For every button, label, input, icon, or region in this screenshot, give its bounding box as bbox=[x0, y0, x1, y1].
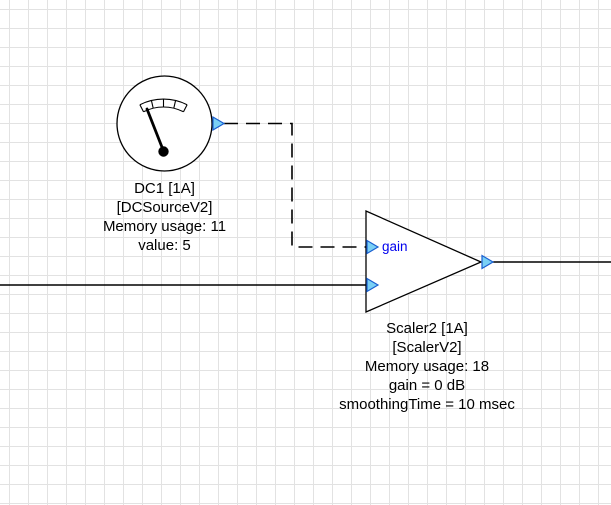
dc-source-labels: DC1 [1A] [DCSourceV2] Memory usage: 11 v… bbox=[103, 180, 226, 254]
scaler-labels: Scaler2 [1A] [ScalerV2] Memory usage: 18… bbox=[339, 320, 515, 413]
scaler-block[interactable]: gain bbox=[365, 210, 495, 313]
scaler-gain-value: gain = 0 dB bbox=[389, 377, 465, 394]
scaler-gain-pin-label: gain bbox=[382, 239, 408, 254]
scaler-body[interactable] bbox=[365, 210, 483, 313]
dc-source-block[interactable] bbox=[116, 75, 226, 172]
meter-needle-icon bbox=[145, 107, 165, 153]
dc-source-value: value: 5 bbox=[138, 237, 191, 254]
scaler-class: [ScalerV2] bbox=[392, 339, 461, 356]
scaler-gain-input-pin[interactable] bbox=[366, 239, 380, 255]
scaler-output-pin[interactable] bbox=[481, 254, 495, 270]
scaler-memory: Memory usage: 18 bbox=[365, 358, 489, 375]
dc-source-body[interactable] bbox=[116, 75, 213, 172]
dc-source-class: [DCSourceV2] bbox=[117, 199, 213, 216]
meter-needle-hub-icon bbox=[158, 146, 169, 157]
scaler-title: Scaler2 [1A] bbox=[386, 320, 468, 337]
wire-dc-to-scaler[interactable] bbox=[224, 122, 366, 248]
dc-source-memory: Memory usage: 11 bbox=[103, 218, 226, 235]
scaler-signal-input-pin[interactable] bbox=[366, 277, 380, 293]
scaler-smoothing-value: smoothingTime = 10 msec bbox=[339, 396, 515, 413]
dc-source-title: DC1 [1A] bbox=[134, 180, 195, 197]
dc-source-output-pin[interactable] bbox=[212, 115, 226, 132]
